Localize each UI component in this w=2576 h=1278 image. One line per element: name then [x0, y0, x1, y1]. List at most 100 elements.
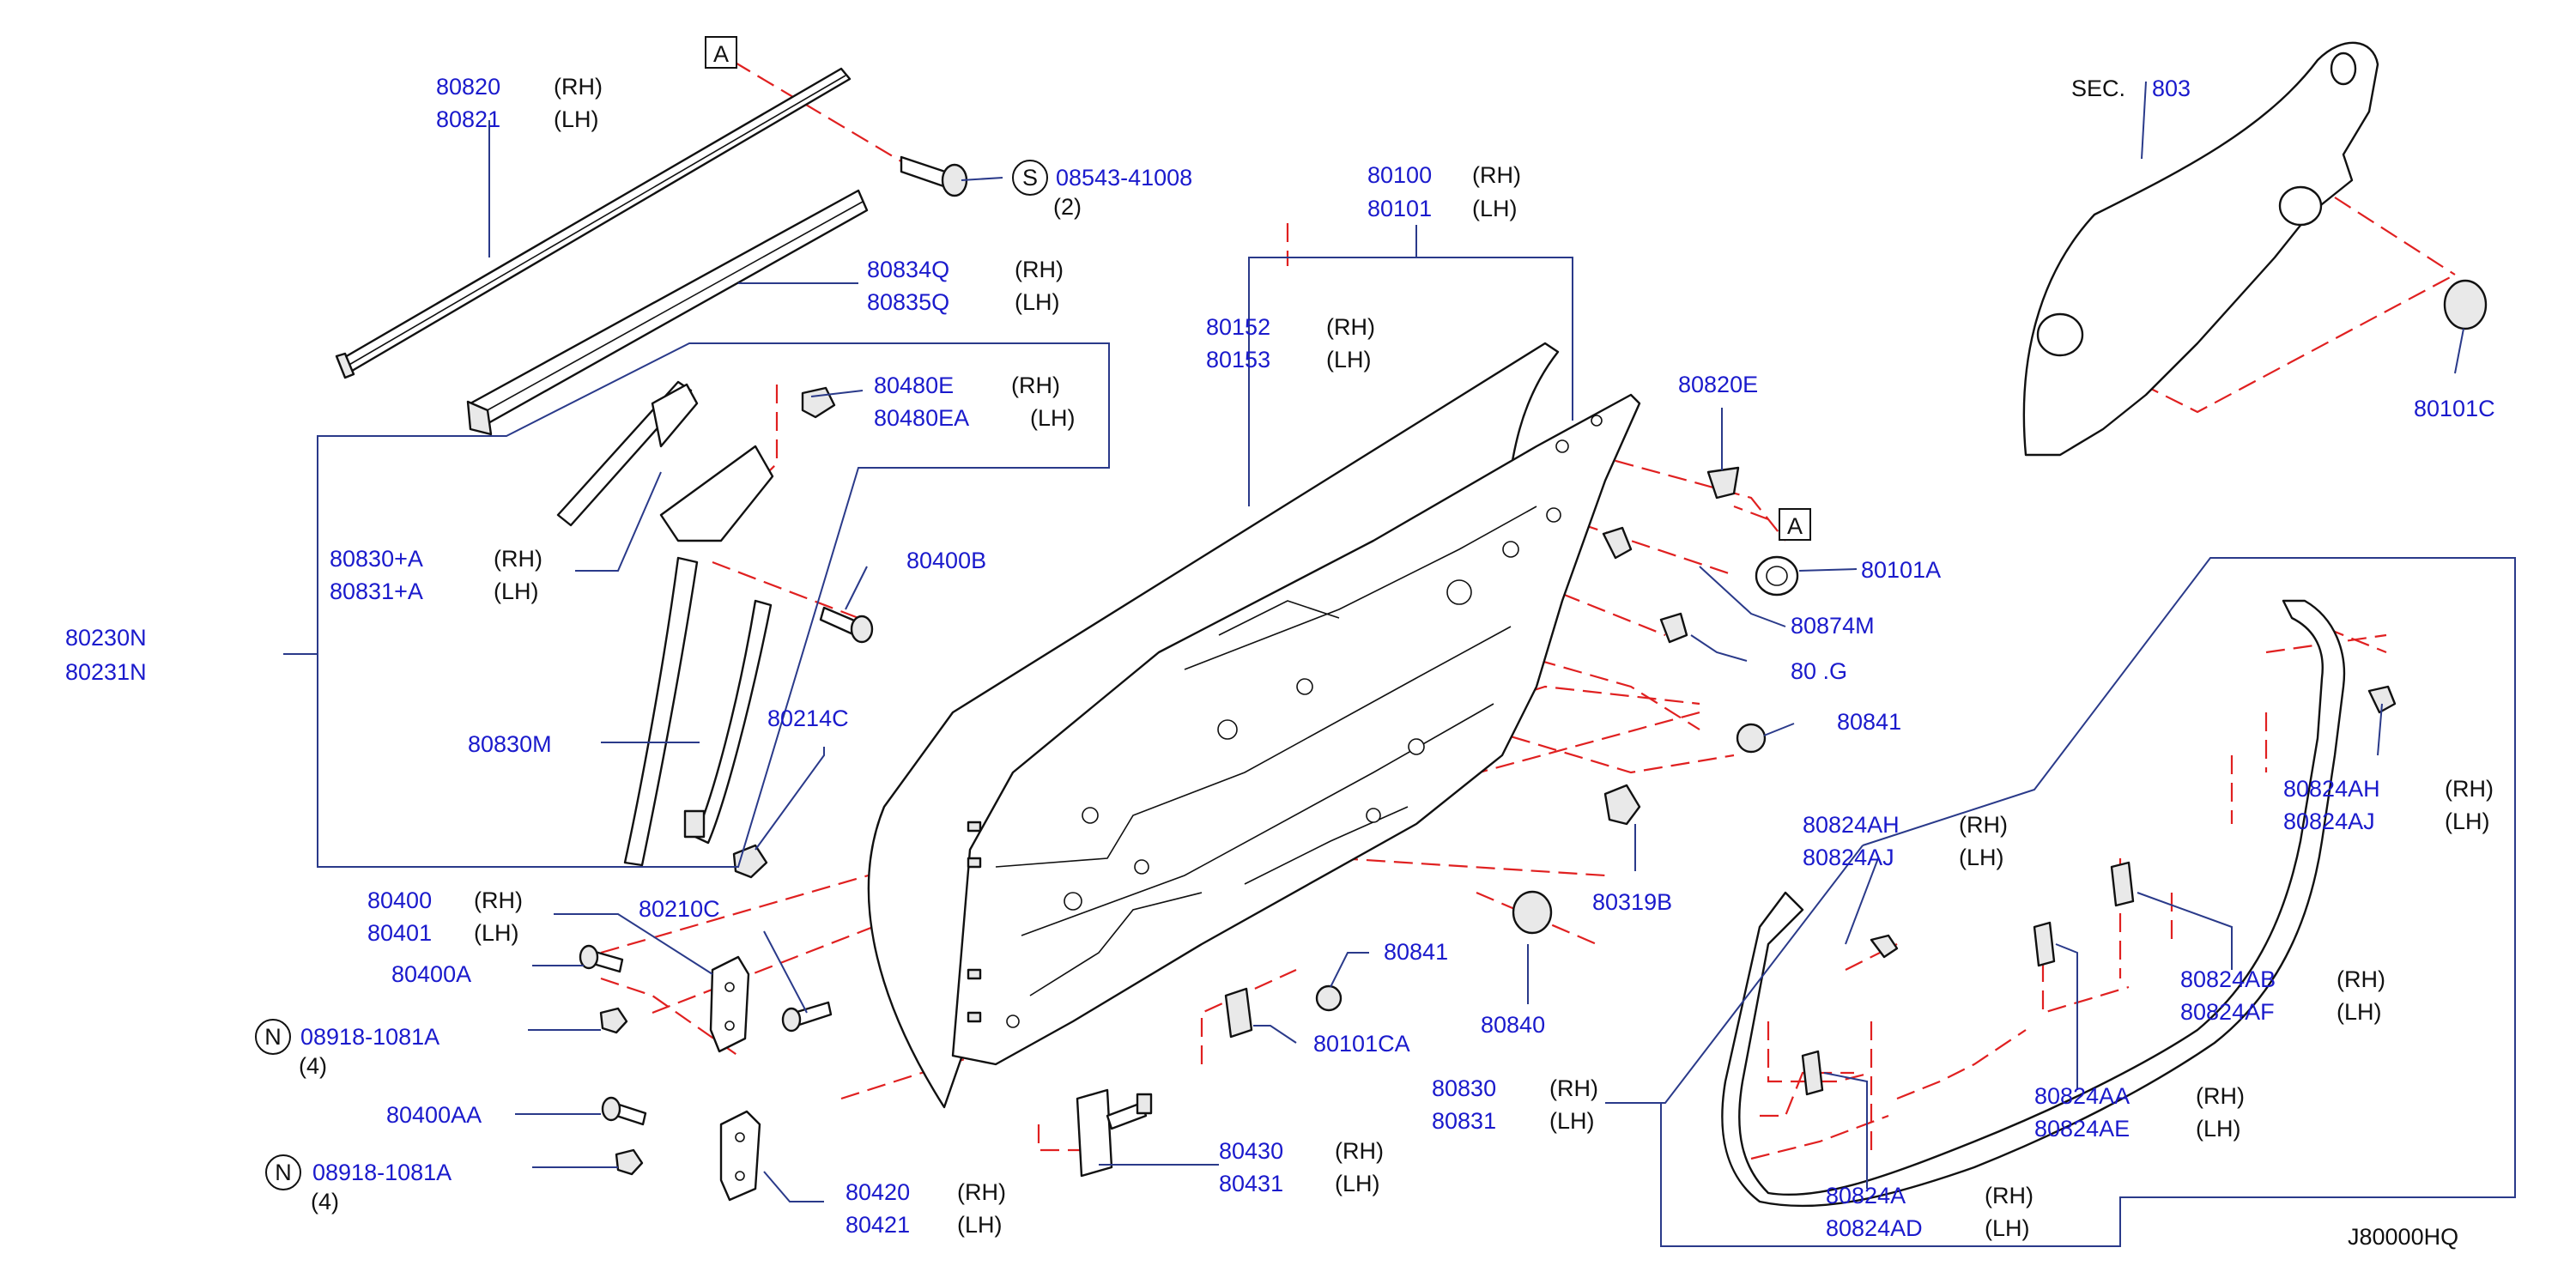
part-side-80831: (LH) — [1549, 1108, 1595, 1134]
part-number-80874m: 80874M — [1791, 613, 1875, 639]
part-qty-08918-1: (4) — [299, 1053, 327, 1079]
part-number-80824ad: 80824AD — [1826, 1215, 1923, 1241]
part-number-80210c: 80210C — [639, 896, 720, 922]
part-side-80824aa: (RH) — [2196, 1083, 2245, 1109]
part-number-80824ah-right: 80824AH — [2283, 776, 2380, 802]
part-number-80400aa: 80400AA — [386, 1102, 482, 1128]
symbol-circle-s: S — [1012, 160, 1048, 196]
part-number-80824aj-left: 80824AJ — [1803, 845, 1894, 870]
part-number-80835q: 80835Q — [867, 289, 949, 315]
part-qty-08918-2: (4) — [311, 1189, 339, 1214]
part-side-80401: (LH) — [474, 920, 519, 946]
part-side-80100: (RH) — [1472, 162, 1521, 188]
part-side-80824ae: (LH) — [2196, 1116, 2241, 1142]
sec-label: SEC. — [2071, 76, 2125, 101]
part-number-80101c: 80101C — [2414, 396, 2495, 421]
outer-moulding-strip-80820 — [335, 67, 852, 379]
part-number-80830m: 80830M — [468, 731, 552, 757]
part-number-80824ah-left: 80824AH — [1803, 812, 1900, 838]
part-side-80824a: (RH) — [1985, 1183, 2034, 1208]
part-number-80834q: 80834Q — [867, 257, 949, 282]
part-number-80824af: 80824AF — [2180, 999, 2275, 1025]
part-labels: 80820 (RH) 80821 (LH) 08543-41008 (2) 80… — [65, 74, 2495, 1250]
symbol-circle-n2: N — [265, 1154, 301, 1190]
part-side-80824aj-right: (LH) — [2445, 809, 2490, 834]
part-side-80431: (LH) — [1335, 1171, 1380, 1196]
leader-lines — [283, 81, 2516, 1247]
part-side-80824ah-right: (RH) — [2445, 776, 2494, 802]
part-number-80480e: 80480E — [874, 372, 954, 398]
part-number-80101ca: 80101CA — [1313, 1031, 1410, 1057]
part-number-80824a: 80824A — [1826, 1183, 1906, 1208]
part-number-08918-1: 08918-1081A — [300, 1024, 439, 1050]
part-number-80831: 80831 — [1432, 1108, 1496, 1134]
part-number-80824aa: 80824AA — [2034, 1083, 2130, 1109]
part-number-08918-2: 08918-1081A — [312, 1160, 452, 1185]
part-side-80153: (LH) — [1326, 347, 1372, 372]
part-number-80830a: 80830+A — [330, 546, 423, 572]
pad-80101ca — [1224, 987, 1253, 1039]
part-side-80420: (RH) — [957, 1179, 1006, 1205]
part-number-80820: 80820 — [436, 74, 500, 100]
part-number-80430: 80430 — [1219, 1138, 1283, 1164]
part-number-08543: 08543-41008 — [1056, 165, 1192, 191]
hinge-bolts — [579, 944, 833, 1176]
symbol-letter-s: S — [1022, 165, 1038, 191]
clip-80319b — [1603, 784, 1641, 826]
part-number-80820e: 80820E — [1678, 372, 1758, 397]
part-number-80420: 80420 — [846, 1179, 910, 1205]
door-hinge-lower-80420 — [719, 1110, 761, 1202]
part-side-80824ab: (RH) — [2337, 966, 2385, 992]
part-number-80214c: 80214C — [767, 706, 849, 731]
part-number-80xxg: 80 .G — [1791, 658, 1847, 684]
part-number-80100: 80100 — [1367, 162, 1432, 188]
part-number-80400a: 80400A — [391, 961, 471, 987]
sash-channel-80830a — [556, 380, 774, 542]
part-side-80152: (RH) — [1326, 314, 1375, 340]
part-side-80824ad: (LH) — [1985, 1215, 2030, 1241]
part-number-80153: 80153 — [1206, 347, 1270, 372]
part-number-80421: 80421 — [846, 1212, 910, 1238]
part-side-80480ea: (LH) — [1030, 405, 1076, 431]
part-side-80834q: (RH) — [1015, 257, 1064, 282]
door-hinge-upper-80400 — [709, 955, 750, 1053]
part-number-80231n: 80231N — [65, 659, 147, 685]
reference-box-top: A — [705, 36, 737, 69]
door-front-studs — [967, 821, 982, 1023]
door-check-link-80430 — [1076, 1088, 1153, 1178]
seal-plugs — [1315, 723, 1767, 1012]
part-side-80831a: (LH) — [494, 578, 539, 604]
part-number-80319b: 80319B — [1592, 889, 1672, 915]
part-number-80824ae: 80824AE — [2034, 1116, 2130, 1142]
part-number-80152: 80152 — [1206, 314, 1270, 340]
part-number-80401: 80401 — [367, 920, 432, 946]
door-weatherstrip-80830 — [1721, 599, 2346, 1208]
part-number-80824ab: 80824AB — [2180, 966, 2276, 992]
part-number-80480ea: 80480EA — [874, 405, 969, 431]
clip-80480e — [801, 386, 836, 419]
part-side-80830: (RH) — [1549, 1075, 1598, 1101]
part-side-80480e: (RH) — [1011, 372, 1060, 398]
part-side-80421: (LH) — [957, 1212, 1003, 1238]
part-number-80431: 80431 — [1219, 1171, 1283, 1196]
part-number-80400: 80400 — [367, 887, 432, 913]
part-side-80430: (RH) — [1335, 1138, 1384, 1164]
part-qty-08543: (2) — [1053, 194, 1082, 220]
part-number-80824aj-right: 80824AJ — [2283, 809, 2375, 834]
plug-80101c — [2443, 279, 2488, 330]
window-weatherstrip-80834q — [466, 189, 869, 436]
part-number-80841-upper: 80841 — [1837, 709, 1901, 735]
part-number-80230n: 80230N — [65, 625, 147, 651]
reference-letter-right: A — [1787, 513, 1803, 539]
part-number-80840: 80840 — [1481, 1012, 1545, 1038]
grommets-80820e-80101a-80874m — [1602, 466, 1799, 644]
reference-box-right: A — [1779, 508, 1811, 541]
bolt-80400b — [819, 606, 874, 644]
door-inner-panel-80100 — [951, 393, 1641, 1066]
part-side-80101: (LH) — [1472, 196, 1518, 221]
symbol-circle-n1: N — [255, 1019, 291, 1055]
part-number-80841-lower: 80841 — [1384, 939, 1448, 965]
part-side-80824ah-left: (RH) — [1959, 812, 2008, 838]
